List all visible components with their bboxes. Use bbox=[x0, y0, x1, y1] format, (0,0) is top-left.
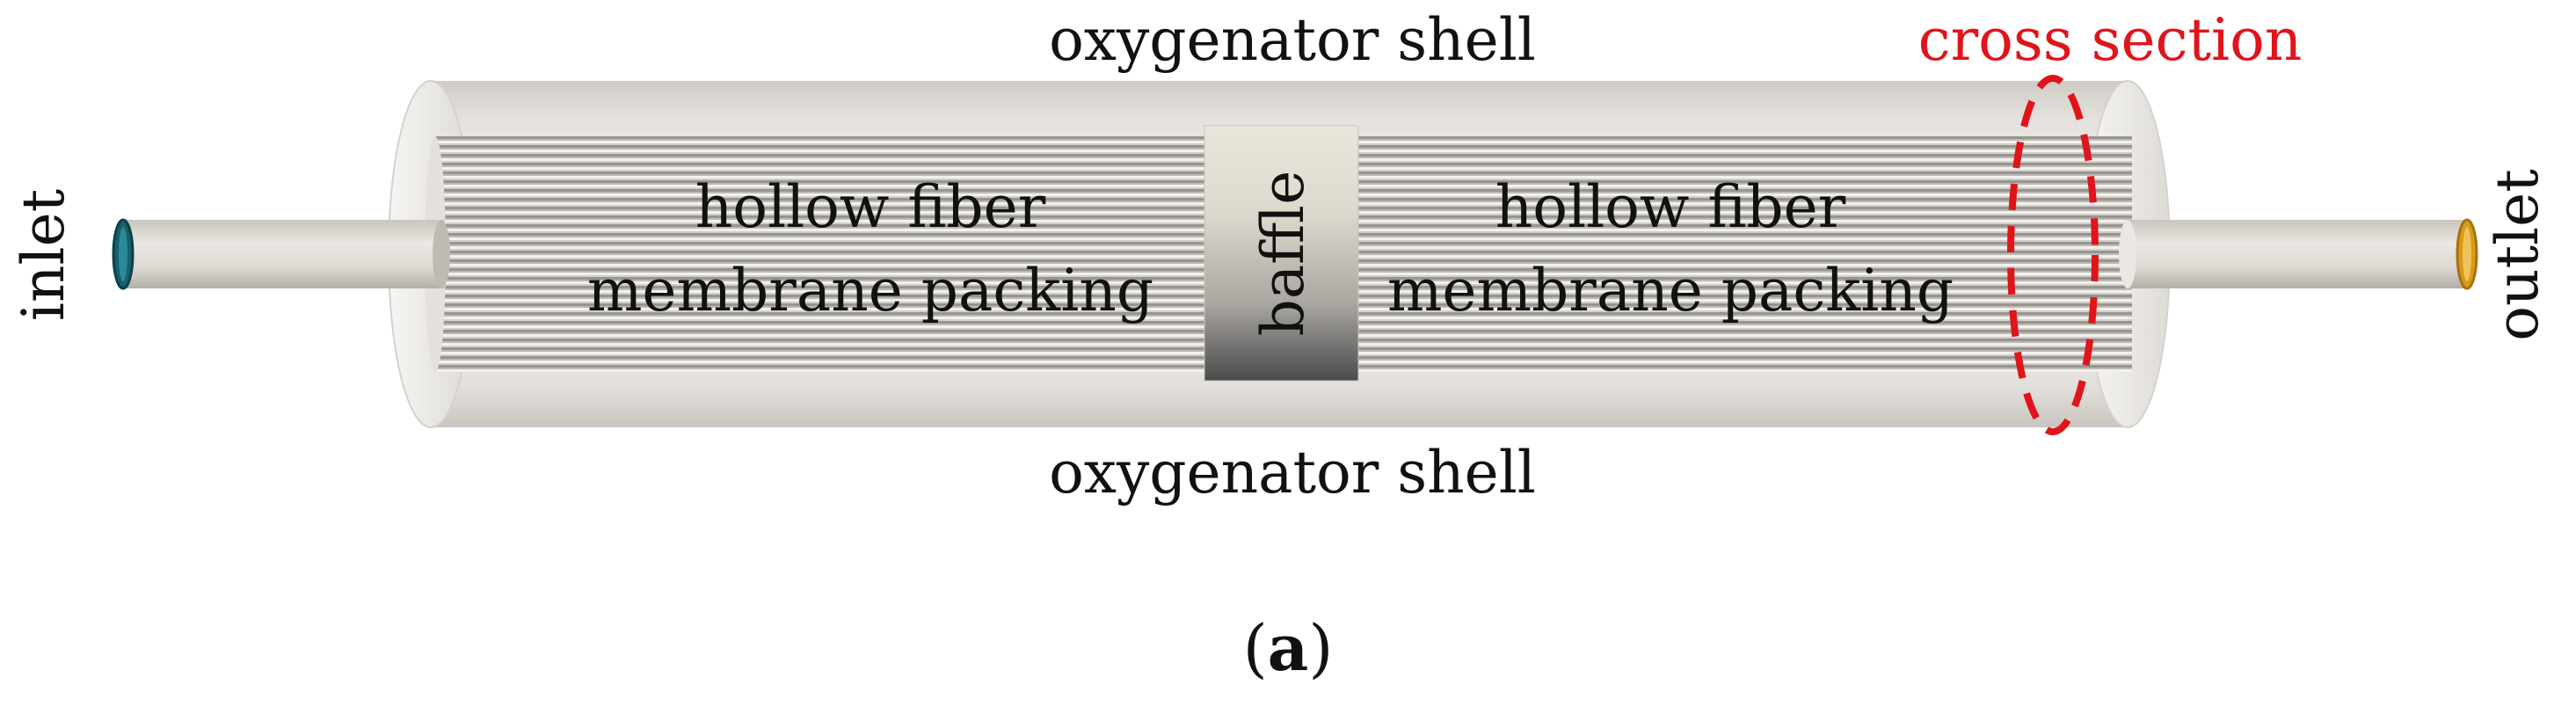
packing-right-line2: membrane packing bbox=[1387, 257, 1954, 324]
fiber-bundle-left bbox=[435, 136, 1204, 372]
outlet-tube bbox=[2119, 218, 2478, 290]
outlet-tube-join bbox=[2119, 220, 2136, 288]
packing-left-line2: membrane packing bbox=[587, 257, 1153, 324]
caption-open: ( bbox=[1243, 611, 1268, 685]
cross-section-label: cross section bbox=[1918, 6, 2303, 74]
baffle-body bbox=[1204, 125, 1359, 382]
shell-label-top: oxygenator shell bbox=[1049, 6, 1536, 74]
inlet-tube-body bbox=[123, 220, 444, 288]
caption-close: ) bbox=[1308, 611, 1333, 685]
packing-right-line1: hollow fiber bbox=[1495, 173, 1846, 241]
outlet-opening-inner bbox=[2463, 227, 2471, 281]
baffle-label: baffle bbox=[1249, 171, 1317, 337]
outlet-tube-body bbox=[2126, 220, 2467, 288]
fiber-packing bbox=[425, 136, 2132, 372]
outlet-label: outlet bbox=[2484, 169, 2551, 340]
figure-caption: (a) bbox=[1243, 610, 1334, 685]
inlet-label: inlet bbox=[10, 189, 77, 321]
caption-letter: a bbox=[1268, 610, 1309, 685]
fiber-bundle-right bbox=[1358, 136, 2132, 372]
fiber-bundle-left-shade bbox=[435, 136, 1204, 372]
cross-section-marker bbox=[2007, 75, 2099, 435]
inlet-opening-inner bbox=[119, 227, 127, 281]
packing-left-line1: hollow fiber bbox=[695, 173, 1046, 241]
baffle bbox=[1204, 125, 1359, 382]
shell-label-bottom: oxygenator shell bbox=[1049, 439, 1536, 507]
fiber-bundle-right-shade bbox=[1358, 136, 2132, 372]
inlet-tube-join bbox=[433, 220, 450, 288]
inlet-tube bbox=[112, 218, 450, 290]
